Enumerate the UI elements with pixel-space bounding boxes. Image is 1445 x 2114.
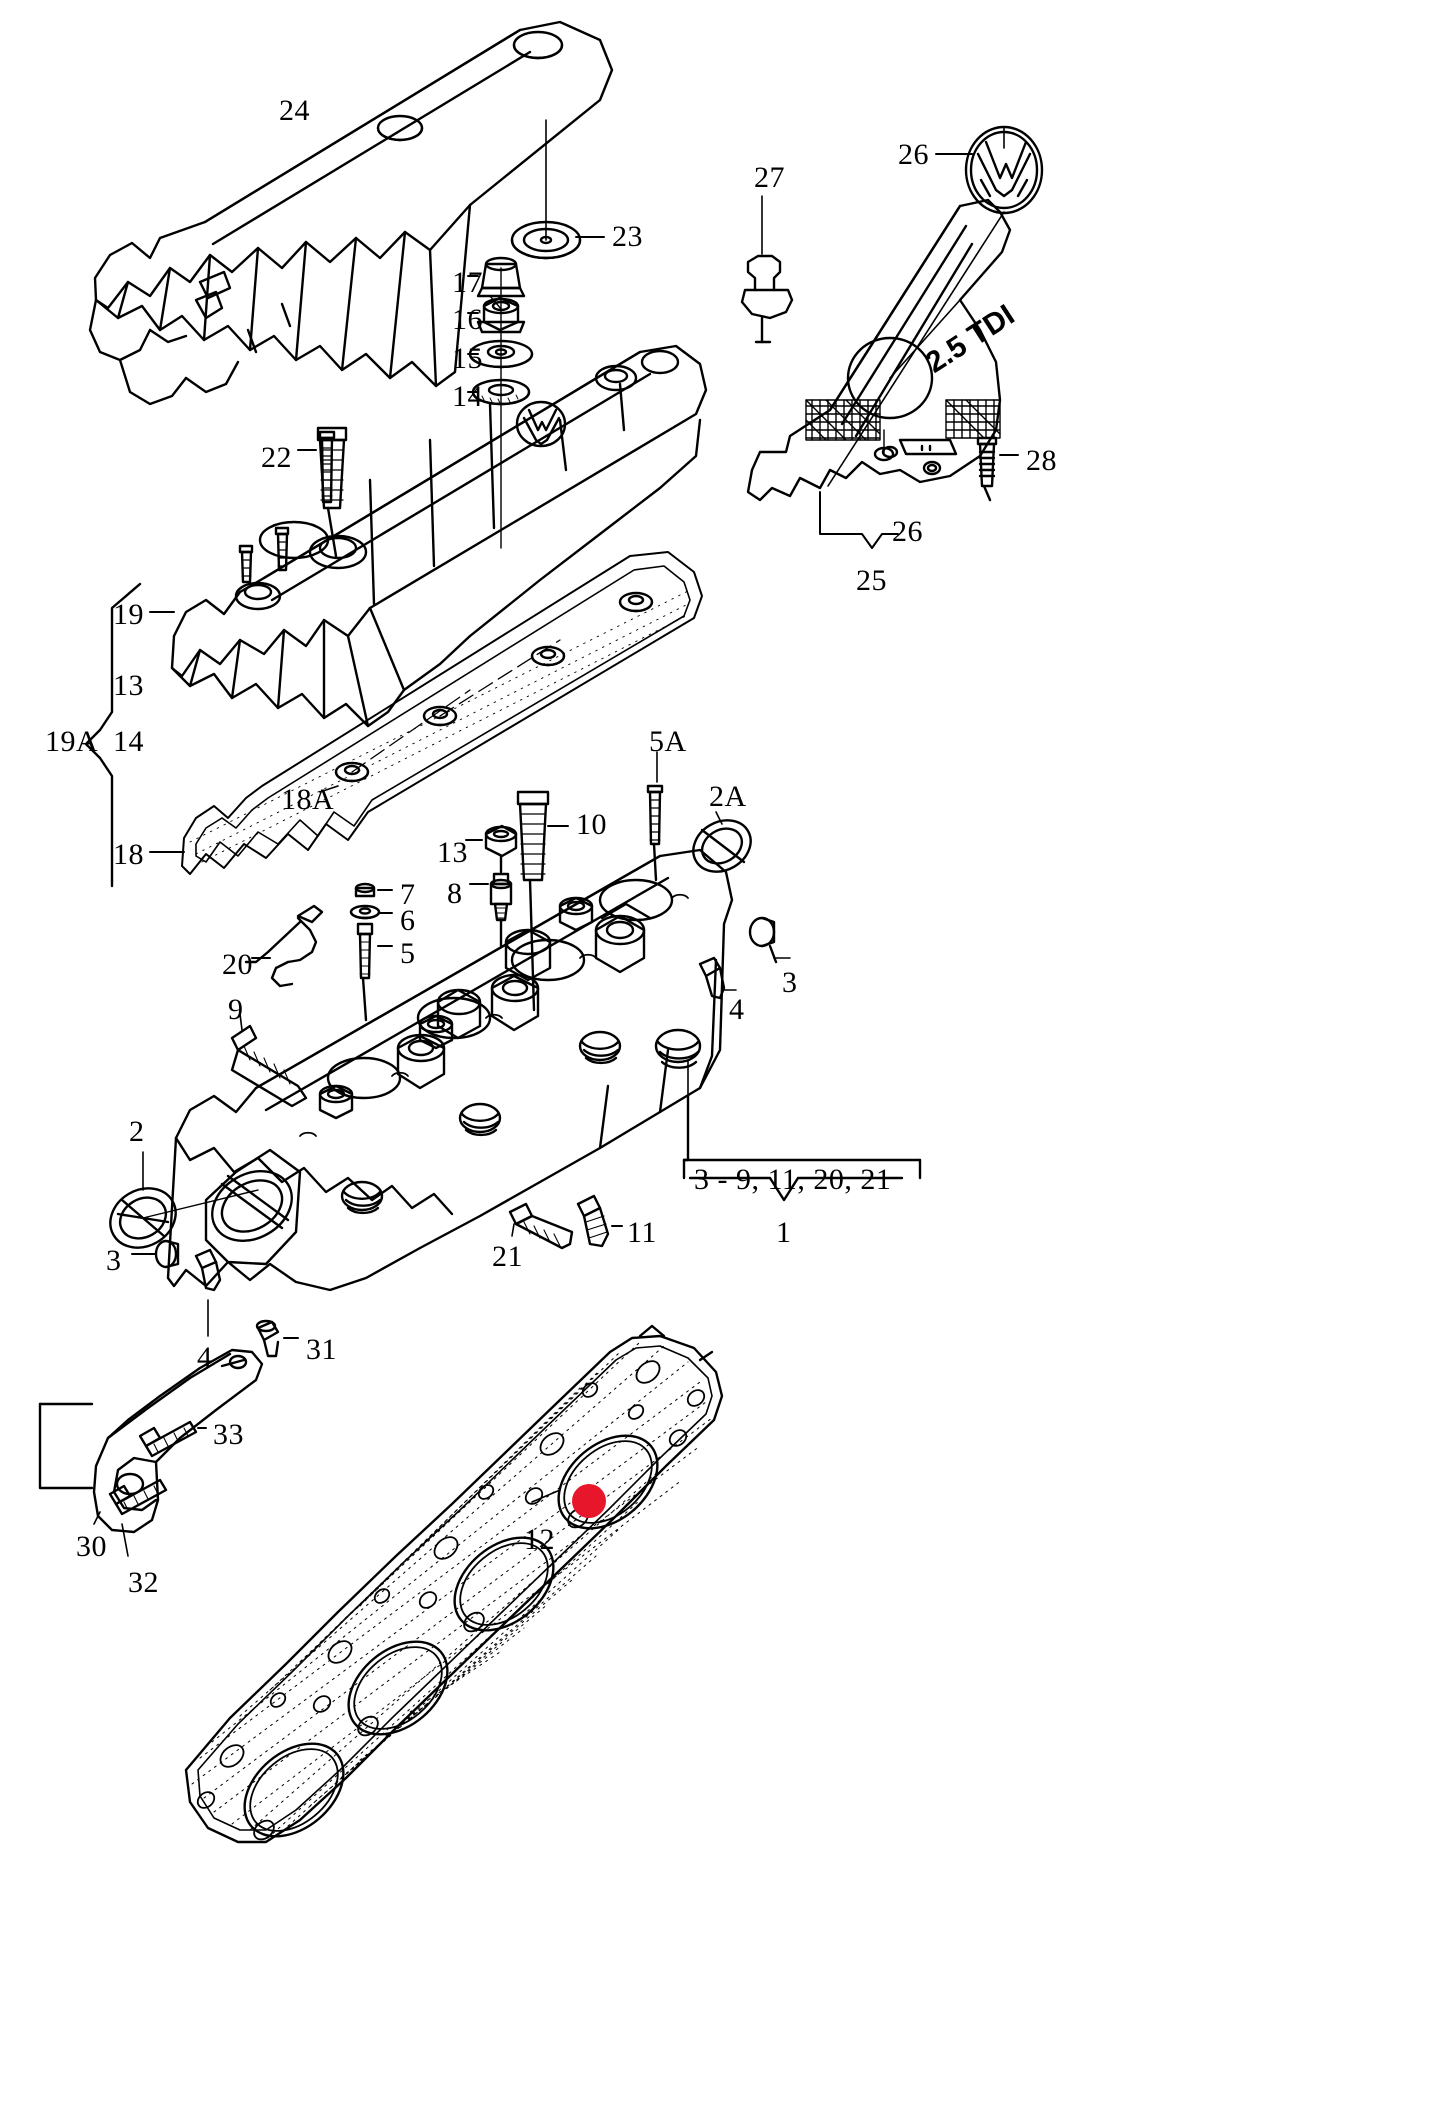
- callout-20[interactable]: 20: [222, 948, 253, 981]
- part-33-screw: [138, 1420, 198, 1458]
- callout-9[interactable]: 9: [228, 993, 244, 1026]
- callout-14[interactable]: 14: [113, 725, 144, 758]
- callout-5[interactable]: 5: [400, 937, 416, 970]
- callout-18[interactable]: 18: [113, 838, 144, 871]
- callout-15[interactable]: 15: [452, 342, 483, 375]
- callout-25[interactable]: 25: [856, 564, 887, 597]
- part-9-stud: [230, 1024, 308, 1108]
- callout-1[interactable]: 1: [776, 1216, 792, 1249]
- callout-12[interactable]: 12: [524, 1523, 555, 1556]
- callout-6[interactable]: 6: [400, 904, 416, 937]
- part-4-dowel-right: [698, 956, 726, 1000]
- callout-10[interactable]: 10: [576, 808, 607, 841]
- callout-19a[interactable]: 19A: [45, 725, 99, 758]
- part-24-intake-manifold: [88, 20, 614, 406]
- callout-21[interactable]: 21: [492, 1240, 523, 1273]
- part-7-collet: [354, 882, 376, 898]
- callout-33[interactable]: 33: [213, 1418, 244, 1451]
- callout-16[interactable]: 16: [452, 303, 483, 336]
- part-21-stud: [508, 1202, 574, 1250]
- callout-26[interactable]: 26: [892, 515, 923, 548]
- callout-17[interactable]: 17: [452, 266, 483, 299]
- part-5-valve: [356, 922, 374, 1022]
- callout-3[interactable]: 3: [782, 966, 798, 999]
- callout-7[interactable]: 7: [400, 878, 416, 911]
- part-28-screw: [976, 436, 998, 502]
- part-31-pin: [255, 1319, 280, 1358]
- part-3-plug-left: [154, 1239, 180, 1269]
- part-22-screw: [316, 426, 348, 558]
- callout-18a[interactable]: 18A: [281, 783, 335, 816]
- callout-11[interactable]: 11: [627, 1216, 657, 1249]
- callout-13[interactable]: 13: [437, 836, 468, 869]
- part-27-retaining-clip: [740, 195, 794, 344]
- callout-31[interactable]: 31: [306, 1333, 337, 1366]
- part-13-seal: [484, 824, 518, 874]
- part-18-gasket: [181, 551, 703, 875]
- part-6-spring-seat: [349, 904, 381, 920]
- part-10-bolt: [516, 790, 550, 1012]
- callout-32[interactable]: 32: [128, 1566, 159, 1599]
- part-5A-screw: [646, 784, 664, 882]
- callout-24[interactable]: 24: [279, 94, 310, 127]
- part-1-cylinder-head: [166, 848, 734, 1292]
- callout-2a[interactable]: 2A: [709, 780, 747, 813]
- part-2A-seal-ring: [692, 819, 752, 873]
- callout-23[interactable]: 23: [612, 220, 643, 253]
- part-23-seal-ring: [510, 119, 582, 260]
- bracket-group-1: [682, 1094, 922, 1202]
- callout-5a[interactable]: 5A: [649, 725, 687, 758]
- part-20-clip: [244, 904, 324, 988]
- bracket-19A: [84, 582, 142, 888]
- part-32-screw: [108, 1478, 168, 1516]
- callout-19[interactable]: 19: [113, 598, 144, 631]
- callout-14[interactable]: 14: [452, 380, 483, 413]
- callout-2[interactable]: 2: [129, 1115, 145, 1148]
- part-26-vw-badge: [964, 125, 1044, 215]
- part-11-dowel: [576, 1194, 610, 1248]
- callout-3-9-11-20-21[interactable]: 3 - 9, 11, 20, 21: [694, 1163, 892, 1196]
- callout-8[interactable]: 8: [447, 877, 463, 910]
- part-19-cylinder-head-cover: [170, 344, 708, 728]
- part-12-head-gasket: [184, 1324, 724, 1844]
- callout-13[interactable]: 13: [113, 669, 144, 702]
- callout-4[interactable]: 4: [197, 1341, 213, 1374]
- callout-30[interactable]: 30: [76, 1530, 107, 1563]
- callout-26[interactable]: 26: [898, 138, 929, 171]
- callout-27[interactable]: 27: [754, 161, 785, 194]
- callout-4[interactable]: 4: [729, 993, 745, 1026]
- part-17-cap: [476, 256, 526, 298]
- callout-22[interactable]: 22: [261, 441, 292, 474]
- part-4-dowel-left: [194, 1248, 222, 1292]
- highlight-marker-part-12: [572, 1484, 606, 1518]
- callout-28[interactable]: 28: [1026, 444, 1057, 477]
- callout-3[interactable]: 3: [106, 1244, 122, 1277]
- part-8-glow-plug: [489, 872, 513, 948]
- part-3-plug-right: [748, 916, 778, 964]
